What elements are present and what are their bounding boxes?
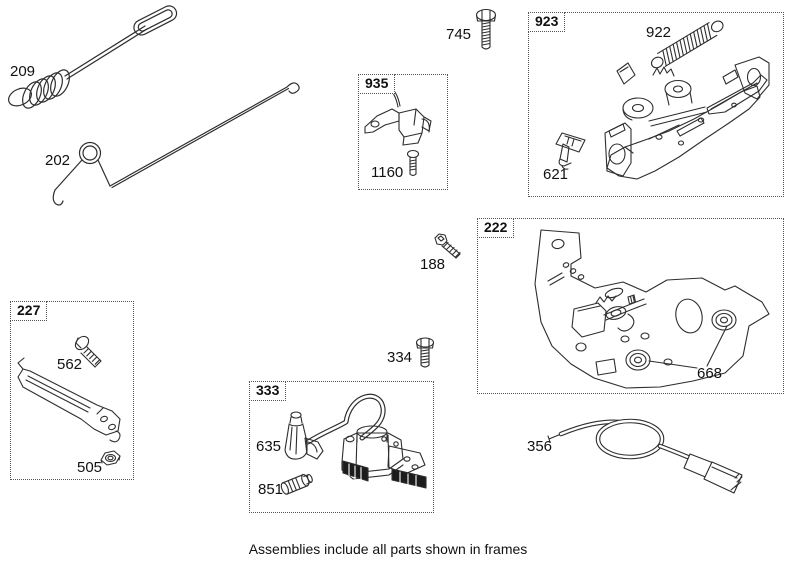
assembly-frame-923: 923	[528, 12, 784, 197]
diagram-caption: Assemblies include all parts shown in fr…	[248, 541, 528, 557]
frame-label-222: 222	[477, 218, 515, 239]
part-label-621: 621	[543, 166, 569, 183]
bolt-745-drawing	[473, 7, 501, 53]
part-label-1160: 1160	[371, 164, 404, 181]
part-label-745: 745	[446, 26, 472, 43]
part-label-922: 922	[646, 24, 672, 41]
bolt-188-drawing	[432, 231, 466, 263]
link-rod-202-drawing	[40, 80, 310, 208]
ignition-coil-kit-333-drawing	[250, 382, 431, 510]
lever-kit-227-drawing	[11, 302, 131, 477]
spring-922-drawing	[648, 17, 726, 72]
bracket-222-drawing	[478, 219, 781, 391]
frame-label-227: 227	[10, 301, 48, 322]
clip-621-drawing	[556, 133, 585, 169]
assembly-frame-222: 222	[477, 218, 784, 394]
spring-209-drawing	[2, 4, 186, 120]
bolt-334-drawing	[413, 336, 439, 370]
part-label-668: 668	[697, 365, 723, 382]
part-label-562: 562	[57, 356, 83, 373]
part-label-505: 505	[77, 459, 103, 476]
part-label-356: 356	[527, 438, 553, 455]
part-label-188: 188	[420, 256, 446, 273]
assembly-frame-227: 227	[10, 301, 134, 480]
frame-label-923: 923	[528, 12, 566, 33]
assembly-frame-333: 333	[249, 381, 434, 513]
control-bracket-923-drawing	[529, 13, 781, 194]
part-label-202: 202	[45, 152, 71, 169]
part-label-209: 209	[10, 63, 36, 80]
part-label-851: 851	[258, 481, 284, 498]
stop-wire-356-drawing	[523, 412, 755, 492]
part-label-334: 334	[387, 349, 413, 366]
part-label-635: 635	[256, 438, 282, 455]
assembly-frame-935: 935 1160	[358, 74, 448, 190]
frame-label-935: 935	[358, 74, 396, 95]
frame-label-333: 333	[249, 381, 287, 402]
